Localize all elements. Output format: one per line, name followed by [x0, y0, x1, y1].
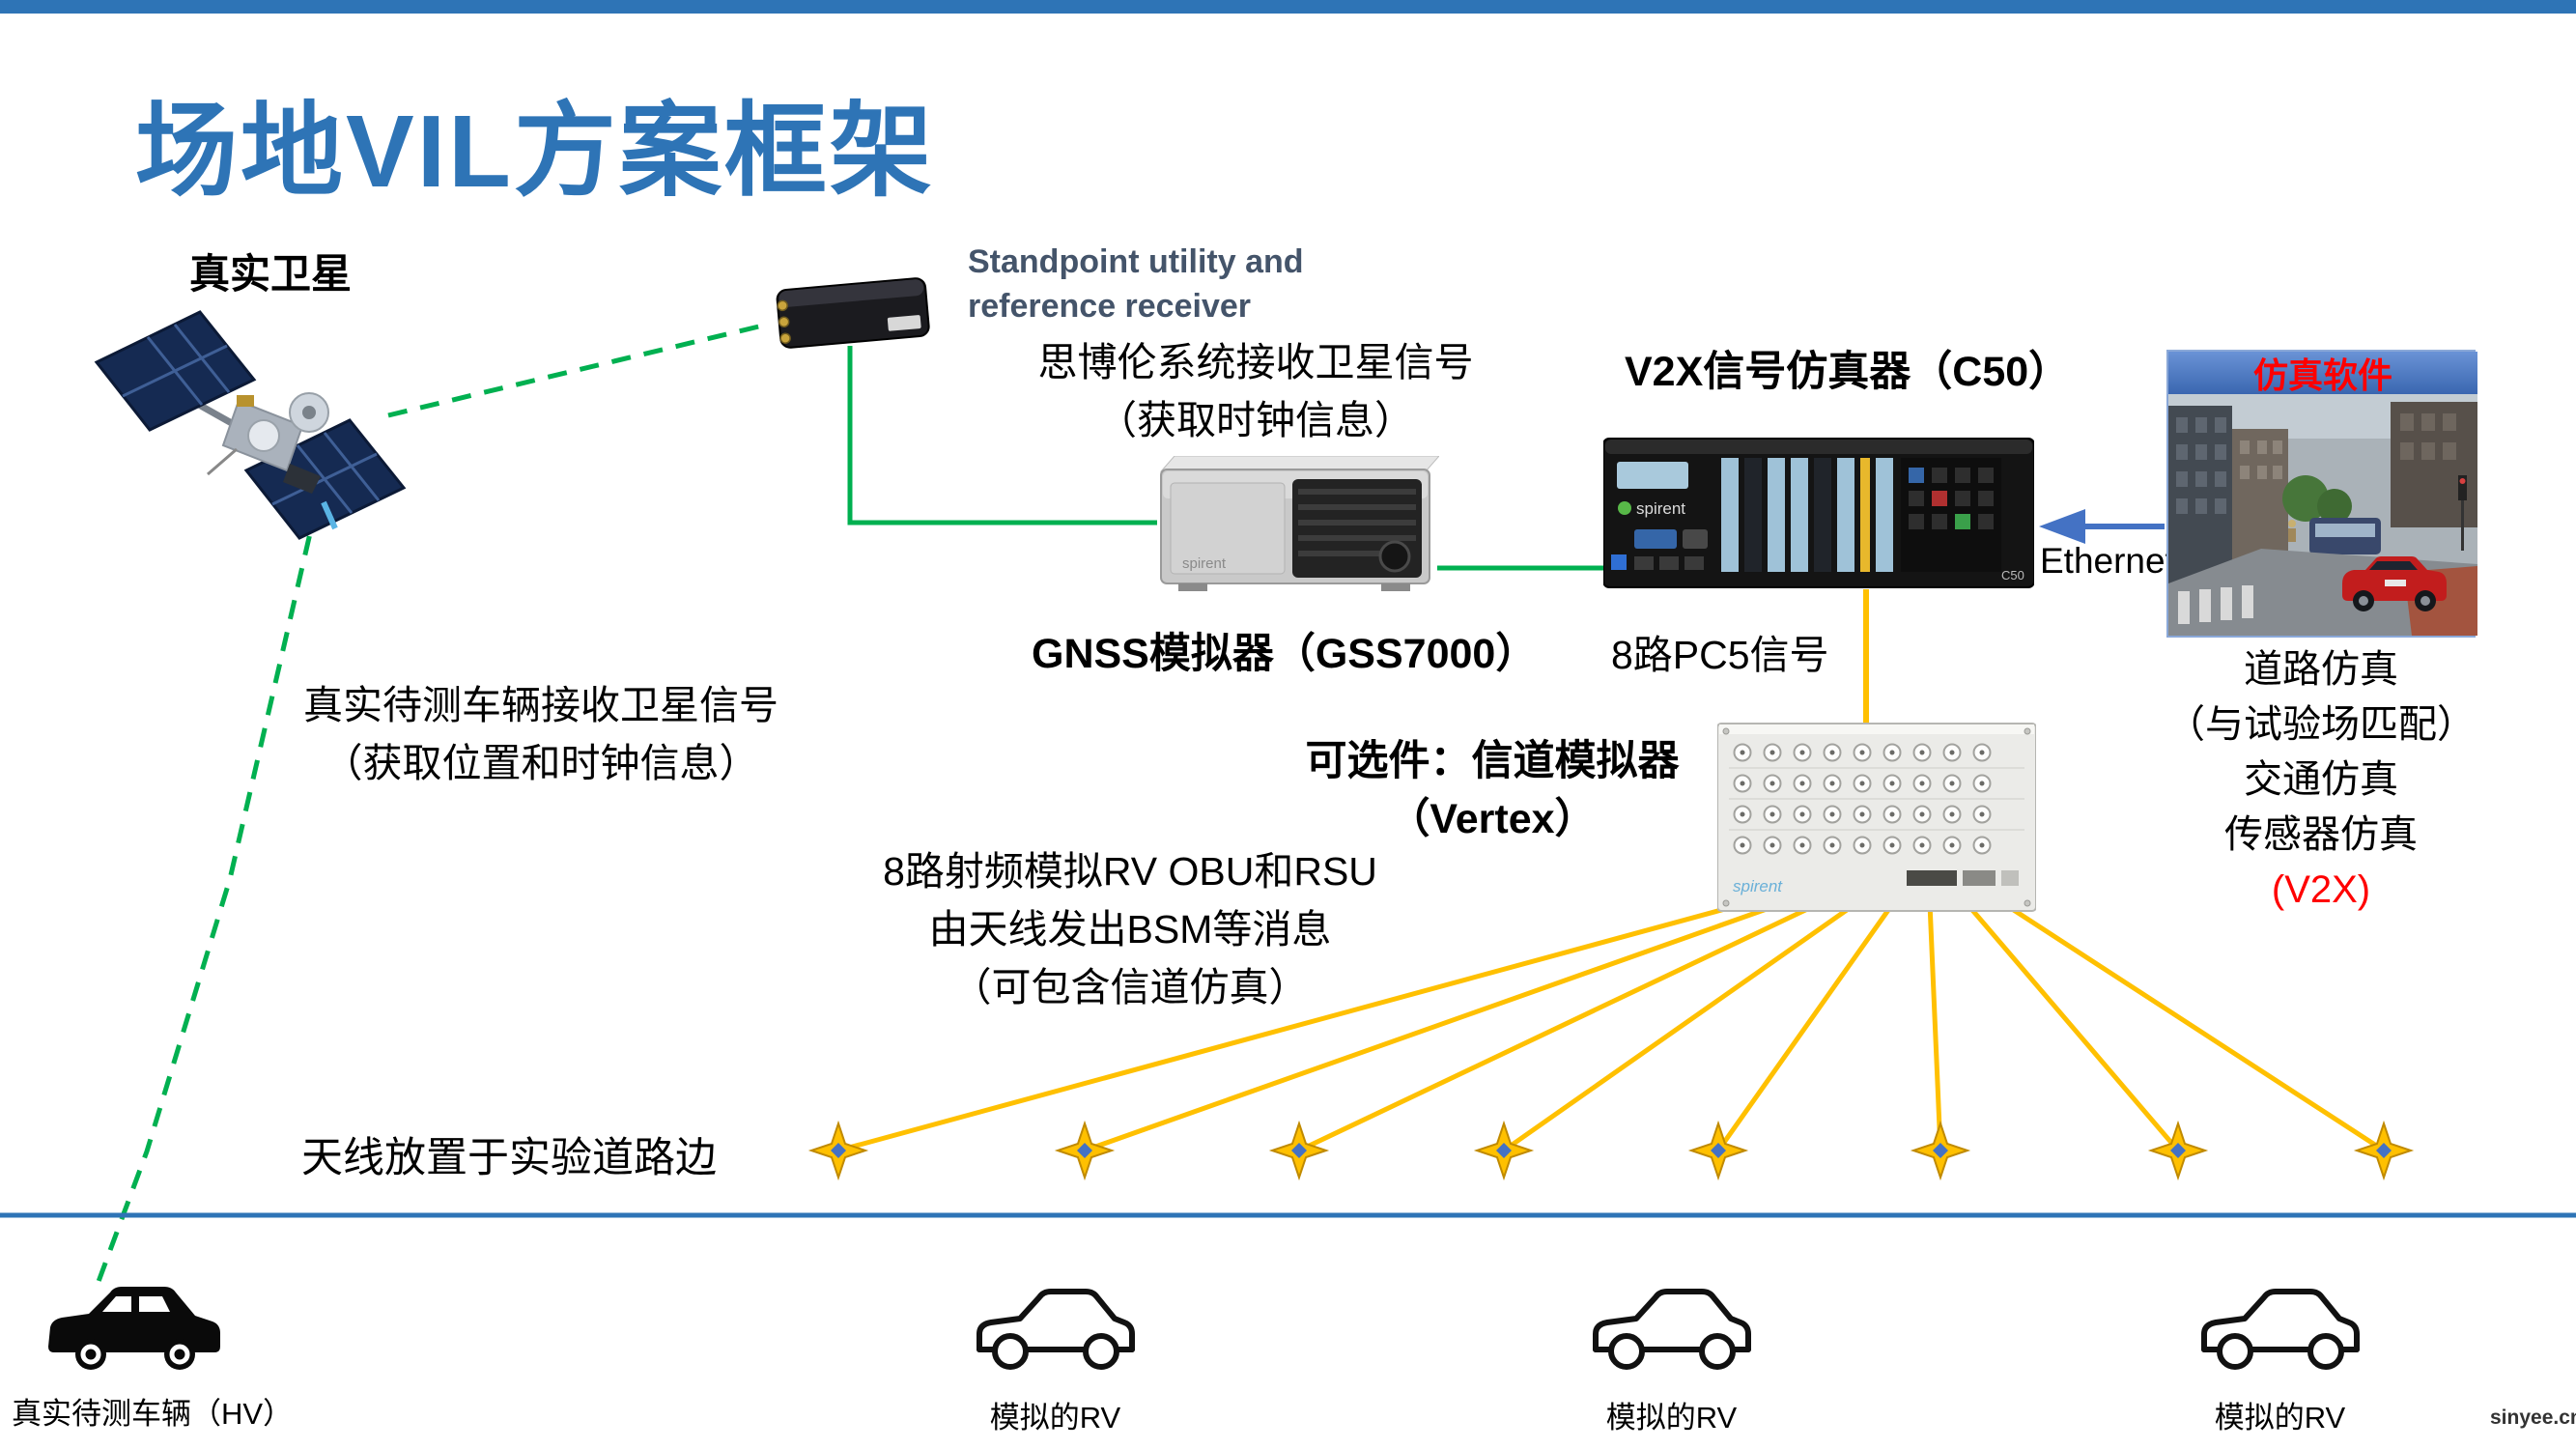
antenna-icon [807, 1120, 869, 1181]
receiver-name-line1: Standpoint utility and [968, 243, 1304, 280]
vertex-label-line1: 可选件：信道模拟器 [1305, 738, 1680, 784]
hv-signal-line1: 真实待测车辆接收卫星信号 [303, 683, 778, 727]
satellite-icon [92, 304, 420, 584]
antenna-row [807, 1120, 2415, 1181]
ethernet-label: Ethernet [2040, 541, 2175, 581]
simulation-software-header: 仿真软件 [2168, 352, 2477, 395]
simulation-software-panel: 仿真软件 [2166, 350, 2477, 638]
receiver-desc-line1: 思博伦系统接收卫星信号 [1037, 340, 1474, 384]
rv-car-icon [966, 1280, 1145, 1381]
c50-device-icon: spirent [1603, 433, 2034, 593]
software-description: 道路仿真 （与试验场匹配） 交通仿真 传感器仿真 (V2X) [2154, 642, 2488, 918]
vertex-label-line2: （Vertex） [1388, 796, 1597, 842]
rv-car-label: 模拟的RV [2214, 1401, 2346, 1435]
software-desc-line: 传感器仿真 [2224, 813, 2418, 856]
page-title: 场地VIL方案框架 [135, 95, 935, 209]
sim-red-car [2342, 556, 2447, 611]
hv-signal-text: 真实待测车辆接收卫星信号 （获取位置和时钟信息） [222, 676, 860, 792]
gnss-brand-text: spirent [1182, 555, 1227, 572]
vertex-port-pins [1740, 750, 1985, 848]
pc5-label: 8路PC5信号 [1611, 633, 1829, 677]
watermark: sinyee.cn [2490, 1406, 2576, 1429]
rf-fan-lines [837, 900, 2386, 1153]
rf-note-text: 8路射频模拟RV OBU和RSU 由天线发出BSM等消息 （可包含信道仿真） [821, 842, 1439, 1016]
antenna-icon [2353, 1120, 2415, 1181]
c50-model-text: C50 [2001, 568, 2024, 582]
software-desc-line: 交通仿真 [2244, 758, 2398, 801]
v2x-simulator-label: V2X信号仿真器（C50） [1625, 349, 2071, 395]
receiver-name: Standpoint utility and reference receive… [968, 240, 1304, 328]
rv-car-label: 模拟的RV [989, 1401, 1121, 1435]
rv-car-label: 模拟的RV [1605, 1401, 1738, 1435]
rf-note-line1: 8路射频模拟RV OBU和RSU [883, 849, 1377, 894]
antenna-icon [1910, 1120, 1971, 1181]
bottom-accent-bar [0, 0, 2576, 14]
antenna-icon [1473, 1120, 1535, 1181]
software-desc-line: 道路仿真 [2244, 648, 2398, 691]
antenna-icon [1054, 1120, 1116, 1181]
c50-brand-text: spirent [1636, 499, 1685, 518]
gnss-simulator-icon: spirent [1157, 456, 1439, 596]
software-desc-line: （与试验场匹配） [2166, 703, 2476, 746]
receiver-desc: 思博伦系统接收卫星信号 （获取时钟信息） [966, 333, 1545, 449]
receiver-desc-line2: （获取时钟信息） [1097, 398, 1414, 442]
vertex-device-icon: spirent [1717, 720, 2036, 915]
receiver-to-gnss-link [847, 346, 1157, 526]
hv-car-label: 真实待测车辆（HV） [12, 1397, 294, 1431]
hv-car-icon [39, 1273, 227, 1381]
rf-note-line2: 由天线发出BSM等消息 [928, 907, 1332, 952]
rf-note-line3: （可包含信道仿真） [951, 965, 1309, 1009]
antenna-icon [1268, 1120, 1330, 1181]
antenna-icon [2147, 1120, 2209, 1181]
vertex-brand-text: spirent [1733, 877, 1783, 895]
gnss-simulator-label: GNSS模拟器（GSS7000） [1032, 631, 1538, 677]
reference-receiver-icon [768, 264, 939, 359]
antenna-placement-label: 天线放置于实验道路边 [301, 1135, 717, 1181]
vertex-label: 可选件：信道模拟器 （Vertex） [1265, 732, 1719, 848]
hv-signal-line2: （获取位置和时钟信息） [323, 741, 759, 785]
satellite-to-hv-link [94, 503, 320, 1288]
rv-car-icon [1582, 1280, 1761, 1381]
software-desc-v2x: (V2X) [2271, 868, 2371, 911]
satellite-to-receiver-link [387, 322, 768, 418]
simulation-software-screenshot [2168, 394, 2477, 636]
receiver-name-line2: reference receiver [968, 288, 1252, 325]
antenna-icon [1687, 1120, 1749, 1181]
satellite-label: 真实卫星 [189, 251, 353, 297]
rv-car-icon [2191, 1280, 2369, 1381]
